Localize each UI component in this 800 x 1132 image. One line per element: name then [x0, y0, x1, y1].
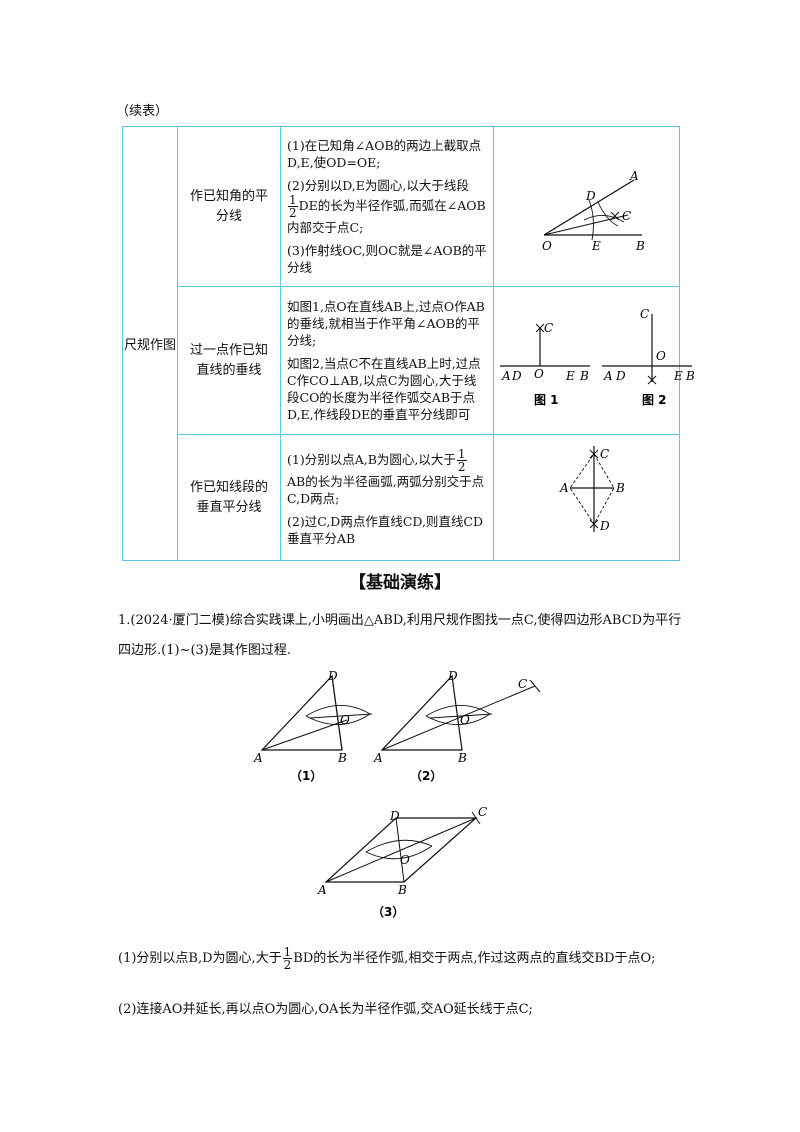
method-label: 作已知角的平分线	[189, 188, 268, 224]
svg-text:O: O	[542, 239, 552, 253]
svg-text:C: C	[478, 805, 487, 819]
fig-caption-3: （3）	[372, 904, 404, 919]
svg-text:O: O	[400, 853, 410, 867]
svg-text:A: A	[629, 169, 639, 183]
svg-text:D: D	[389, 809, 400, 823]
question-figures: D O A B （1） D O A B C （2） D C O A B （3）	[253, 669, 541, 919]
method-label: 过一点作已知直线的垂线	[189, 342, 268, 378]
continued-label: （续表）	[116, 104, 169, 119]
svg-text:O: O	[534, 367, 544, 381]
fig-caption-2: （2）	[410, 768, 442, 783]
svg-text:D: D	[585, 189, 596, 203]
step-2: (2)连接AO并延长,再以点O为圆心,OA长为半径作弧,交AO延长线于点C;	[118, 1002, 533, 1017]
svg-text:B: B	[685, 369, 694, 383]
svg-text:A: A	[603, 369, 613, 383]
svg-text:A: A	[253, 751, 263, 765]
svg-text:E: E	[673, 369, 683, 383]
step-text: (1)在已知角∠AOB的两边上截取点D,E,使OD=OE;	[287, 138, 482, 170]
method-segment-bisector: 作已知线段的垂直平分线	[177, 434, 281, 561]
svg-text:C: C	[544, 321, 553, 335]
fig-caption-1: （1）	[290, 768, 322, 783]
question-1: 1.(2024·厦门二模)综合实践课上,小明画出△ABD,利用尺规作图找一点C,…	[118, 606, 688, 666]
figure-angle-bisector: A D C O E B	[493, 126, 680, 287]
svg-text:B: B	[635, 239, 645, 253]
svg-text:D: D	[511, 369, 522, 383]
svg-text:D: D	[599, 519, 610, 533]
svg-text:B: B	[397, 883, 407, 897]
fig2-caption: 图 2	[642, 393, 667, 407]
svg-text:C: C	[640, 307, 649, 321]
svg-text:A: A	[317, 883, 327, 897]
svg-text:B: B	[337, 751, 347, 765]
svg-text:B: B	[579, 369, 589, 383]
method-label: 作已知线段的垂直平分线	[189, 479, 268, 515]
svg-text:O: O	[460, 713, 470, 727]
step-text: (2)过C,D两点作直线CD,则直线CD垂直平分AB	[287, 514, 484, 546]
svg-text:A: A	[373, 751, 383, 765]
svg-text:E: E	[591, 239, 601, 253]
figure-segment-bisector: C A B D	[493, 434, 680, 561]
step-text: 如图1,点O在直线AB上,过点O作AB的垂线,就相当于作平角∠AOB的平分线;	[287, 299, 485, 348]
svg-text:D: D	[615, 369, 626, 383]
svg-text:O: O	[656, 349, 666, 363]
method-perpendicular: 过一点作已知直线的垂线	[177, 286, 281, 435]
svg-text:D: D	[447, 669, 458, 683]
section-heading: 【基础演练】	[349, 573, 451, 593]
steps-perpendicular: 如图1,点O在直线AB上,过点O作AB的垂线,就相当于作平角∠AOB的平分线; …	[280, 286, 494, 435]
svg-text:B: B	[615, 481, 625, 495]
svg-text:C: C	[622, 209, 631, 223]
segment-bisector-diagram: C A B D	[559, 445, 625, 533]
step-text: (3)作射线OC,则OC就是∠AOB的平分线	[287, 243, 487, 275]
svg-text:D: D	[327, 669, 338, 683]
category-cell: 尺规作图	[122, 126, 178, 561]
construction-table: 尺规作图 作已知角的平分线 (1)在已知角∠AOB的两边上截取点D,E,使OD=…	[122, 126, 695, 561]
svg-text:C: C	[600, 447, 609, 461]
steps-angle-bisector: (1)在已知角∠AOB的两边上截取点D,E,使OD=OE; (2)分别以D,E为…	[280, 126, 494, 287]
fig1-caption: 图 1	[534, 393, 559, 407]
category-label: 尺规作图	[123, 338, 176, 353]
svg-text:A: A	[501, 369, 511, 383]
svg-text:C: C	[518, 677, 527, 691]
svg-text:O: O	[340, 713, 350, 727]
angle-bisector-diagram: A D C O E B	[542, 169, 645, 253]
step-text: 如图2,当点C不在直线AB上时,过点C作CO⊥AB,以点C为圆心,大于线段CO的…	[287, 356, 481, 422]
svg-text:A: A	[559, 481, 569, 495]
svg-text:E: E	[565, 369, 575, 383]
question-text: 1.(2024·厦门二模)综合实践课上,小明画出△ABD,利用尺规作图找一点C,…	[118, 613, 682, 658]
svg-text:B: B	[457, 751, 467, 765]
method-angle-bisector: 作已知角的平分线	[177, 126, 281, 287]
